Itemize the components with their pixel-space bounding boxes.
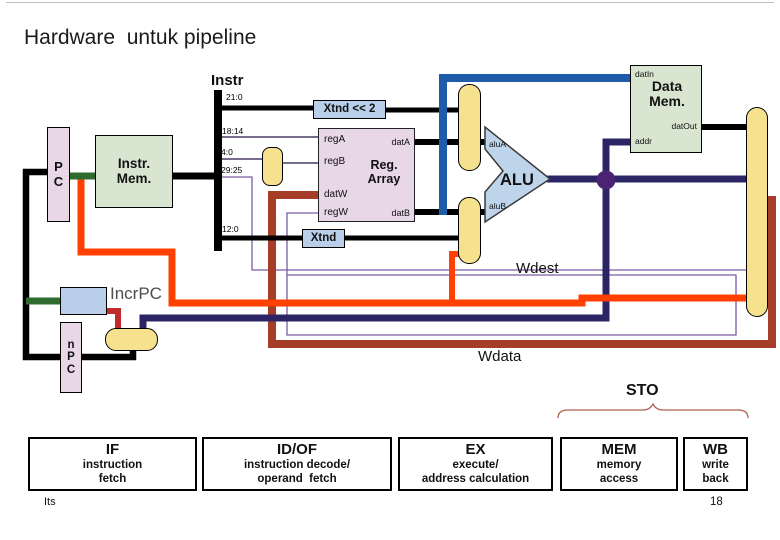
- alu-result-junction: [596, 170, 616, 190]
- alu-shape: [484, 125, 552, 224]
- stage-mem: MEM memory access: [560, 437, 678, 491]
- npc-register: n P C: [60, 322, 82, 393]
- port-alua: aluA: [489, 139, 507, 149]
- wire-wdest-loop: [220, 176, 746, 271]
- wdest-label: Wdest: [516, 260, 559, 277]
- pc-register: P C: [47, 127, 70, 222]
- stage-if-abbr: IF: [105, 441, 120, 458]
- stage-wb-desc2: back: [702, 472, 729, 485]
- instr-mem: Instr. Mem.: [95, 135, 173, 208]
- bitfield-12-0: 12:0: [222, 224, 239, 234]
- bitfield-4-0: 4:0: [221, 147, 233, 157]
- port-addr: addr: [635, 136, 653, 146]
- sto-label: STO: [626, 382, 659, 399]
- reg-array: regA regB datW regW datA datB Reg. Array: [318, 128, 415, 222]
- port-regb: regB: [324, 156, 346, 167]
- stage-if-desc1: instruction: [82, 459, 143, 471]
- stage-mem-abbr: MEM: [601, 441, 637, 458]
- bitfield-18-14: 18:14: [222, 126, 244, 136]
- latch-ex-a: [458, 84, 481, 171]
- wire-npc-to-pc: [22, 168, 137, 361]
- xtnd-shift-box: Xtnd << 2: [313, 100, 386, 119]
- stage-mem-desc1: memory: [596, 459, 642, 471]
- port-datout: datOut: [671, 121, 697, 131]
- npc-label-line1: n: [67, 338, 75, 351]
- wire-pc-forward-branch: [449, 251, 460, 301]
- incrpc-label: IncrPC: [110, 284, 162, 303]
- stage-idof-abbr: ID/OF: [277, 441, 317, 458]
- xtnd-label: Xtnd: [310, 232, 337, 245]
- sto-brace: [557, 402, 749, 419]
- port-regw: regW: [324, 207, 348, 218]
- wire-datb-to-datin: [439, 74, 631, 215]
- stage-wb-abbr: WB: [703, 441, 728, 458]
- bitfield-21-0: 21:0: [226, 92, 243, 102]
- incrpc-box: [60, 287, 107, 315]
- wdata-label: Wdata: [478, 348, 522, 365]
- pc-label-line1: P: [54, 159, 63, 175]
- stage-idof: ID/OF instruction decode/ operand fetch: [202, 437, 392, 491]
- port-data: datA: [391, 137, 410, 147]
- page-title: Hardware untuk pipeline: [24, 26, 257, 49]
- stage-mem-desc2: access: [599, 472, 639, 485]
- author-initials: Its: [44, 496, 56, 508]
- port-alub: aluB: [489, 201, 507, 211]
- bitfield-29-25: 29:25: [221, 165, 243, 175]
- instr-mem-label-line1: Instr.: [117, 155, 151, 171]
- slide-top-border: [6, 2, 774, 3]
- reg-array-name: Reg. Array: [355, 158, 413, 186]
- stage-idof-desc1: instruction decode/: [243, 459, 351, 471]
- latch-memwb: [746, 107, 768, 317]
- reg-array-name-line1: Reg.: [370, 158, 398, 172]
- stage-ex-abbr: EX: [465, 441, 486, 458]
- stage-ex-desc1: execute/: [452, 459, 499, 471]
- npc-label-line3: C: [66, 363, 76, 376]
- port-datin: datIn: [635, 69, 654, 79]
- port-rega: regA: [324, 134, 346, 145]
- pc-label-line2: C: [53, 173, 64, 189]
- wire-wdata-brown: [268, 191, 776, 348]
- stage-idof-desc2: operand fetch: [257, 472, 337, 485]
- stage-if-desc2: fetch: [98, 472, 127, 485]
- port-datw: datW: [324, 189, 348, 200]
- stage-ex: EX execute/ address calculation: [398, 437, 553, 491]
- data-mem-name-line1: Data: [651, 78, 683, 94]
- wire-branch-target: [139, 180, 610, 332]
- latch-npc: [105, 328, 158, 351]
- wire-regw-loop: [286, 212, 737, 336]
- port-datb: datB: [391, 208, 410, 218]
- latch-regnum: [262, 147, 283, 186]
- wire-alu-to-addr: [602, 138, 631, 180]
- stage-wb: WB write back: [683, 437, 748, 491]
- xtnd-shift-label: Xtnd << 2: [323, 103, 376, 116]
- data-mem-name: Data Mem.: [639, 78, 695, 110]
- stage-ex-desc2: address calculation: [421, 472, 530, 485]
- instr-mem-label-line2: Mem.: [116, 170, 152, 186]
- npc-label-line2: P: [67, 351, 75, 364]
- xtnd-box: Xtnd: [302, 229, 345, 248]
- latch-ex-b: [458, 197, 481, 264]
- instr-bus-label: Instr: [211, 72, 244, 89]
- wire-incrpc-out: [107, 308, 121, 331]
- stage-wb-desc1: write: [702, 459, 729, 471]
- data-mem: datIn Data Mem. datOut addr: [630, 65, 702, 153]
- wire-pc-forward: [77, 173, 748, 307]
- reg-array-name-line2: Array: [367, 171, 401, 186]
- alu-label: ALU: [500, 171, 534, 189]
- data-mem-name-line2: Mem.: [649, 93, 685, 110]
- stage-if: IF instruction fetch: [28, 437, 197, 491]
- page-number: 18: [710, 496, 723, 508]
